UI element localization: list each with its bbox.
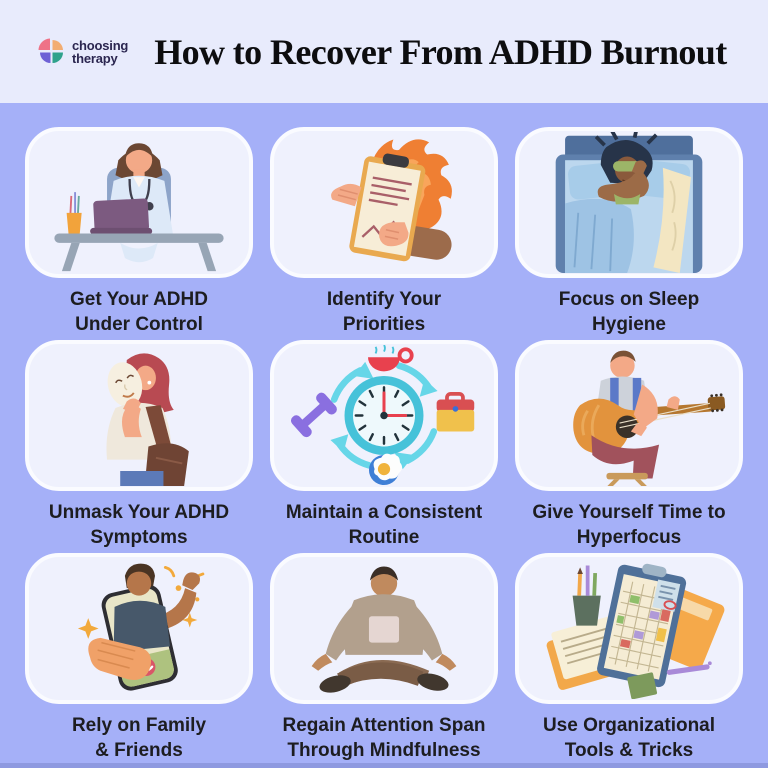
caption-line-2: Priorities [342,314,426,335]
doctor-at-desk-illustration [54,143,224,272]
card-caption: Focus on Sleep Hygiene [559,287,699,337]
card-frame [270,127,498,278]
card-frame [270,340,498,491]
caption-line-2: Under Control [75,314,203,335]
logo-word-2: therapy [72,50,118,66]
card-organizational-tools: Use Organizational Tools & Tricks [515,553,743,766]
caption-line-1: Maintain a Consistent [285,502,483,523]
header: choosing therapy How to Recover From ADH… [0,0,768,103]
card-focus-on-sleep-hygiene: Focus on Sleep Hygiene [515,127,743,340]
planner-and-tools-illustration [546,563,725,699]
card-rely-on-family-friends: Rely on Family & Friends [25,553,253,766]
video-call-illustration [77,563,205,691]
card-time-to-hyperfocus: Give Yourself Time to Hyperfocus [515,340,743,553]
card-caption: Regain Attention Span Through Mindfulnes… [282,713,485,763]
caption-line-2: Tools & Tricks [564,740,694,761]
caption-line-2: Routine [348,527,420,548]
person-meditating-illustration [311,566,457,693]
caption-line-1: Rely on Family [71,715,207,736]
caption-line-2: Through Mindfulness [287,740,481,761]
page-title: How to Recover From ADHD Burnout [154,31,727,72]
man-playing-guitar-illustration [573,350,726,486]
caption-line-2: Hyperfocus [576,527,682,548]
caption-line-1: Get Your ADHD [70,289,208,310]
caption-line-2: & Friends [95,740,183,761]
caption-line-2: Symptoms [90,527,188,548]
card-frame [270,553,498,704]
woman-holding-mask-illustration [106,353,189,486]
card-frame [515,340,743,491]
choosing-therapy-logo-icon [38,38,63,63]
burning-clipboard-illustration [331,139,452,262]
bottom-edge-strip [0,763,768,768]
person-sleeping-illustration [555,132,703,273]
caption-line-1: Identify Your [326,289,442,310]
caption-line-2: Hygiene [592,314,666,335]
card-caption: Identify Your Priorities [327,287,441,337]
card-frame [515,127,743,278]
card-caption: Use Organizational Tools & Tricks [543,713,715,763]
card-frame [25,340,253,491]
card-caption: Give Yourself Time to Hyperfocus [532,500,725,550]
card-mindfulness: Regain Attention Span Through Mindfulnes… [270,553,498,766]
card-grid: Get Your ADHD Under Control [0,103,768,768]
card-caption: Rely on Family & Friends [72,713,206,763]
card-frame [25,127,253,278]
card-frame [25,553,253,704]
logo-word-1: choosing [72,37,129,53]
caption-line-1: Use Organizational [542,715,716,736]
card-caption: Get Your ADHD Under Control [70,287,208,337]
caption-line-1: Focus on Sleep [558,289,700,310]
card-get-adhd-under-control: Get Your ADHD Under Control [25,127,253,340]
caption-line-1: Regain Attention Span [282,715,486,736]
card-caption: Unmask Your ADHD Symptoms [49,500,229,550]
card-maintain-consistent-routine: Maintain a Consistent Routine [270,340,498,553]
card-frame [515,553,743,704]
card-unmask-adhd-symptoms: Unmask Your ADHD Symptoms [25,340,253,553]
choosing-therapy-logo: choosing therapy [38,38,128,65]
caption-line-1: Unmask Your ADHD [48,502,230,523]
daily-routine-clock-illustration [290,345,475,486]
card-caption: Maintain a Consistent Routine [286,500,482,550]
logo-wordmark: choosing therapy [72,39,128,65]
caption-line-1: Give Yourself Time to [532,502,726,523]
card-identify-priorities: Identify Your Priorities [270,127,498,340]
